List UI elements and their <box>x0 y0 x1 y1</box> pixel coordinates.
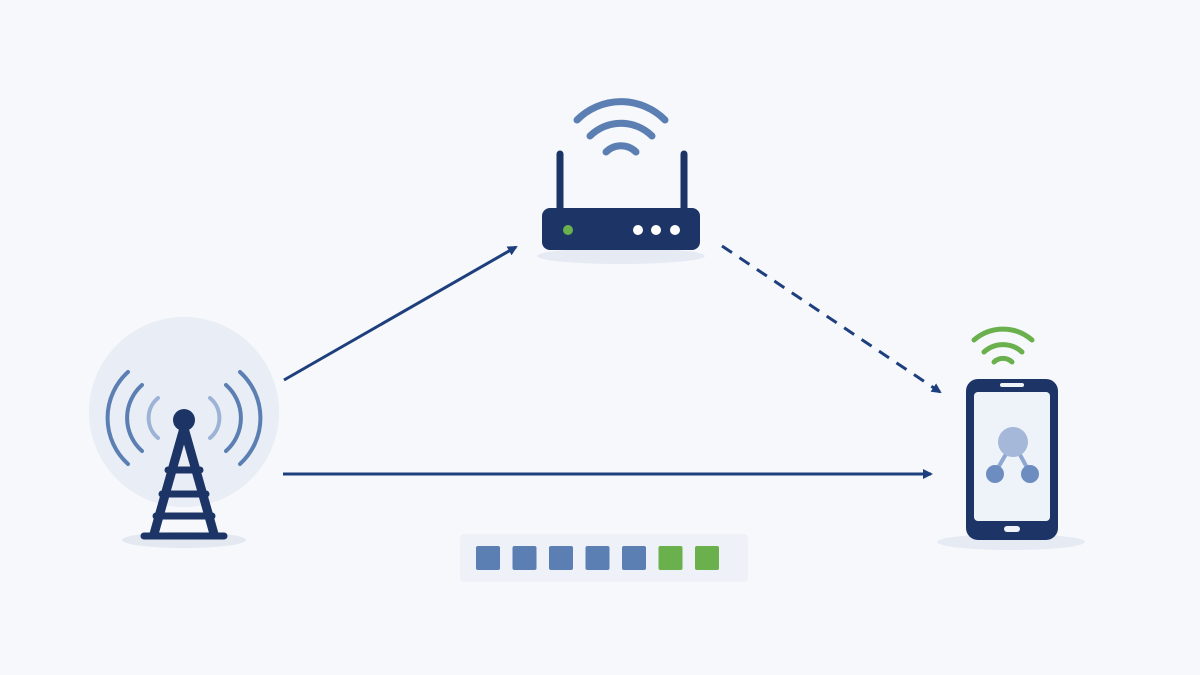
tower-waves-left-icon <box>105 370 160 466</box>
network-share-icon <box>986 427 1039 483</box>
cell-tower-node <box>89 317 279 548</box>
router-wifi-icon <box>573 98 669 156</box>
connection-links <box>283 244 942 479</box>
wifi-router-node <box>537 98 705 264</box>
router-led-white <box>633 225 643 235</box>
packet-block-blue <box>622 546 646 570</box>
smartphone-icon <box>966 379 1058 540</box>
cell-tower-icon <box>140 409 228 540</box>
wifi-router-icon <box>542 150 700 250</box>
packet-block-green <box>695 546 719 570</box>
smartphone-node <box>937 326 1085 550</box>
tower-waves-right-icon <box>208 370 263 466</box>
packet-block-blue <box>549 546 573 570</box>
router-led-white <box>651 225 661 235</box>
router-shadow <box>537 248 705 264</box>
packet-block-green <box>658 546 683 570</box>
packet-block-blue <box>512 546 537 570</box>
packet-block-blue <box>585 546 610 570</box>
packet-blocks <box>476 546 719 570</box>
phone-wifi-icon <box>971 326 1035 365</box>
router-led-white <box>670 225 680 235</box>
packet-block-blue <box>476 546 500 570</box>
link-router-to-phone <box>721 244 942 394</box>
link-tower-to-router <box>283 245 518 382</box>
packet-legend <box>460 534 748 582</box>
router-led-green <box>563 225 573 235</box>
